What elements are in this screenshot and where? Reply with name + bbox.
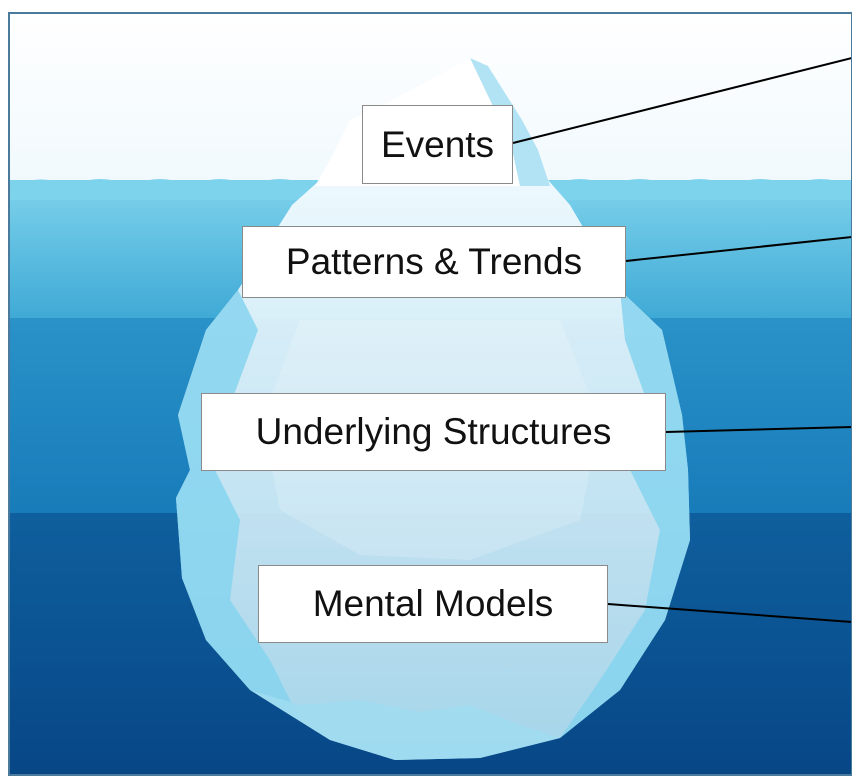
label-underlying-structures: Underlying Structures: [201, 393, 666, 471]
label-patterns-trends-text: Patterns & Trends: [285, 241, 583, 282]
leader-line-patterns: [625, 236, 852, 262]
label-events: Events: [362, 105, 513, 184]
leader-line-events: [512, 57, 852, 144]
leader-line-structures: [665, 426, 852, 433]
label-events-text: Events: [380, 123, 495, 165]
label-mental-models-text: Mental Models: [312, 583, 554, 624]
label-mental-models: Mental Models: [258, 565, 608, 643]
leader-line-models: [607, 603, 852, 623]
frame-border: [8, 12, 852, 776]
label-underlying-structures-text: Underlying Structures: [255, 411, 612, 452]
iceberg-facet-bottom: [250, 690, 560, 760]
label-patterns-trends: Patterns & Trends: [242, 226, 626, 298]
